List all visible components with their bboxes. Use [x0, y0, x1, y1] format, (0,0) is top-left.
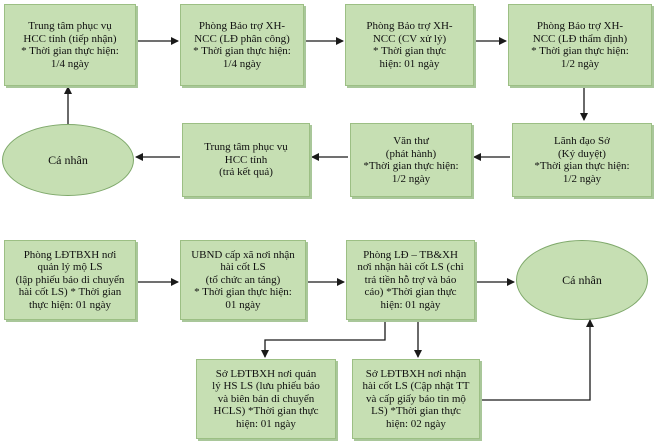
node-text: hiện: 01 ngày [379, 57, 440, 70]
node-text: hài cốt LS) * Thời gian [18, 286, 122, 299]
person-node-right: Cá nhân [516, 240, 648, 320]
node-text: NCC (LĐ phân công) [194, 32, 290, 45]
node-text: hiện: 01 ngày [236, 417, 296, 430]
node-text: * Thời gian thực hiện: [194, 286, 292, 299]
node-text: Lãnh đạo Sở [554, 135, 610, 147]
arrow-n10-n11 [261, 320, 386, 358]
node-text: * Thời gian thực [373, 45, 446, 57]
node-text: 1/4 ngày [50, 57, 90, 70]
node-text: Sở LĐTBXH nơi quản [215, 367, 317, 380]
node-text: lý HS LS (lưu phiếu báo [212, 380, 320, 393]
node-text: Phòng Bảo trợ XH- [536, 20, 624, 32]
step-director-sign: Lãnh đạo Sở (Ký duyệt) *Thời gian thực h… [512, 123, 652, 197]
node-text: Cá nhân [48, 152, 88, 167]
step-so-archive: Sở LĐTBXH nơi quản lý HS LS (lưu phiếu b… [196, 359, 336, 439]
node-text: nơi nhận hài cốt LS (chi [357, 261, 464, 274]
node-text: *Thời gian thực hiện: [534, 160, 630, 172]
node-text: HCLS) *Thời gian thực [213, 405, 319, 418]
node-text: (lập phiếu báo di chuyển [15, 273, 125, 286]
node-text: cáo) *Thời gian thực [364, 286, 457, 299]
node-text: Cá nhân [562, 272, 602, 287]
node-text: *Thời gian thực hiện: [363, 160, 459, 172]
node-text: Phòng LĐTBXH nơi [23, 248, 117, 261]
step-hcc-receive: Trung tâm phục vụ HCC tỉnh (tiếp nhận) *… [4, 4, 136, 86]
node-text: LS) *Thời gian thực [371, 405, 461, 418]
node-text: HCC tỉnh [224, 153, 268, 166]
node-text: Phòng LĐ – TB&XH [363, 248, 458, 261]
node-text: Phòng Bảo trợ XH- [198, 20, 286, 32]
node-text: Trung tâm phục vụ [204, 141, 288, 154]
node-text: * Thời gian thực hiện: [21, 45, 119, 57]
person-node-left: Cá nhân [2, 124, 134, 196]
step-commune-burial: UBND cấp xã nơi nhận hài cốt LS (tổ chức… [180, 240, 306, 320]
node-text: NCC (LĐ thẩm định) [532, 32, 628, 45]
node-text: 01 ngày [225, 298, 261, 311]
node-text: NCC (CV xử lý) [372, 32, 447, 45]
node-text: 1/2 ngày [560, 57, 600, 70]
step-clerk-issue: Văn thư (phát hành) *Thời gian thực hiện… [350, 123, 472, 197]
node-text: thực hiện: 01 ngày [28, 298, 112, 311]
node-text: và cấp giấy báo tin mộ [366, 392, 466, 405]
node-text: * Thời gian thực hiện: [531, 45, 629, 57]
node-text: UBND cấp xã nơi nhận [191, 248, 295, 261]
node-text: Sở LĐTBXH nơi nhận [365, 367, 467, 380]
node-text: 1/4 ngày [222, 57, 262, 70]
node-text: hiện: 02 ngày [386, 417, 446, 430]
step-btxh-process: Phòng Bảo trợ XH- NCC (CV xử lý) * Thời … [345, 4, 474, 86]
node-text: HCC tỉnh (tiếp nhận) [23, 32, 117, 45]
node-text: trả tiền hỗ trợ và báo [364, 273, 457, 286]
node-text: 1/2 ngày [391, 172, 431, 185]
node-text: Văn thư [393, 135, 429, 147]
node-text: hài cốt LS [220, 261, 266, 274]
node-text: (tổ chức an táng) [205, 273, 281, 286]
step-so-update: Sở LĐTBXH nơi nhận hài cốt LS (Cập nhật … [352, 359, 480, 439]
step-btxh-assign: Phòng Bảo trợ XH- NCC (LĐ phân công) * T… [180, 4, 304, 86]
node-text: (phát hành) [385, 147, 437, 160]
step-ldtbxh-receive: Phòng LĐ – TB&XH nơi nhận hài cốt LS (ch… [346, 240, 475, 320]
node-text: 1/2 ngày [562, 172, 602, 185]
node-text: Phòng Bảo trợ XH- [366, 20, 453, 32]
node-text: Trung tâm phục vụ [28, 20, 112, 32]
node-text: hiện: 01 ngày [380, 298, 441, 311]
node-text: * Thời gian thực hiện: [193, 45, 291, 57]
node-text: và biên bản di chuyển [217, 392, 315, 405]
step-ldtbxh-grave: Phòng LĐTBXH nơi quản lý mộ LS (lập phiế… [4, 240, 136, 320]
node-text: quản lý mộ LS [37, 261, 103, 274]
step-btxh-appraise: Phòng Bảo trợ XH- NCC (LĐ thẩm định) * T… [508, 4, 652, 86]
node-text: (trả kết quả) [219, 166, 273, 179]
node-text: hài cốt LS (Cập nhật TT [362, 380, 470, 393]
step-hcc-return: Trung tâm phục vụ HCC tỉnh (trả kết quả) [182, 123, 310, 197]
node-text: (Ký duyệt) [558, 147, 606, 160]
arrow-n12-person [480, 319, 594, 401]
